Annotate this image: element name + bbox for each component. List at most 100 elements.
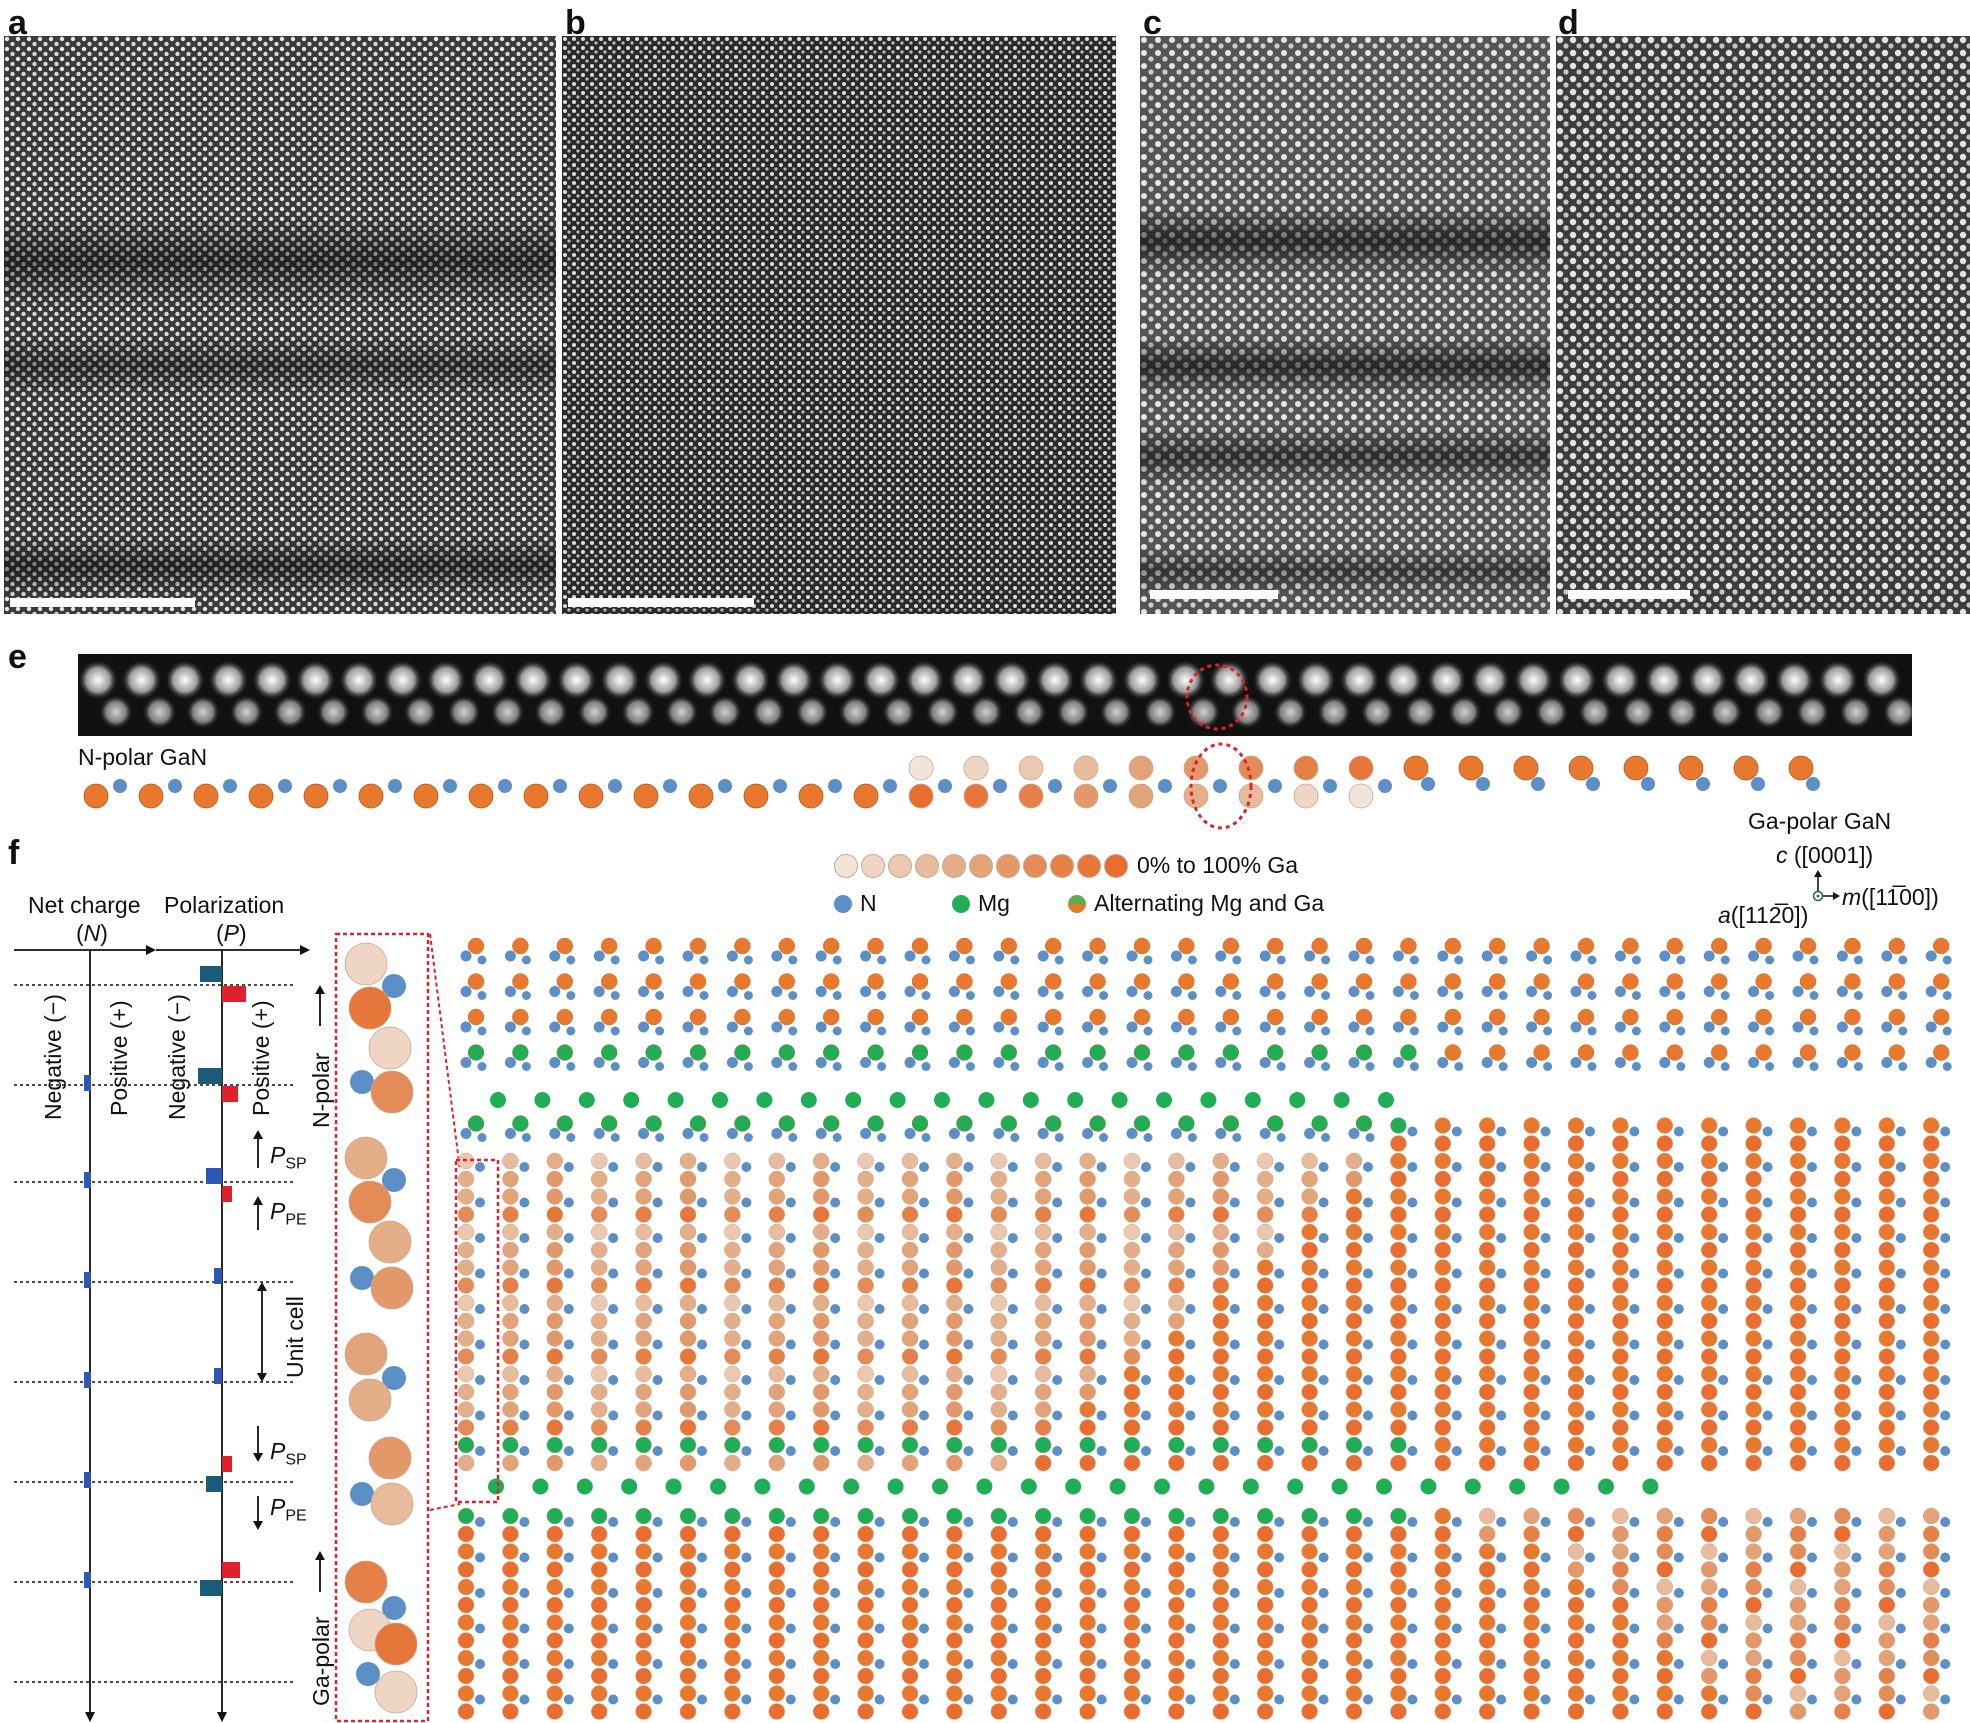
ga-atom <box>857 1632 874 1649</box>
n-atom <box>1274 1268 1285 1279</box>
n-atom <box>566 991 576 1000</box>
n-atom <box>1232 1062 1242 1071</box>
n-atom <box>1498 991 1508 1000</box>
ga-atom <box>901 1152 919 1170</box>
n-atom <box>608 1623 619 1634</box>
n-atom <box>948 986 960 997</box>
ga-atom <box>768 1685 786 1702</box>
ga-atom <box>1168 1525 1185 1543</box>
n-atom <box>1363 1694 1373 1705</box>
n-atom <box>1540 1197 1551 1208</box>
ga-atom <box>635 1685 652 1702</box>
ga-atom <box>502 1614 519 1631</box>
ga-atom <box>635 1667 652 1685</box>
ga-atom <box>590 1401 608 1418</box>
n-atom <box>652 1162 663 1172</box>
n-atom <box>1321 955 1331 965</box>
ga-atom <box>1034 1401 1052 1418</box>
ga-atom <box>1789 1188 1807 1205</box>
ga-atom <box>1656 1206 1674 1223</box>
n-atom <box>477 955 487 965</box>
n-atom <box>904 1021 916 1033</box>
n-atom <box>1363 1659 1373 1669</box>
n-atom <box>1007 1517 1018 1527</box>
n-atom <box>963 1517 974 1527</box>
ga-atom <box>901 1188 919 1205</box>
ga-atom <box>1656 1436 1674 1454</box>
n-atom <box>788 1026 798 1036</box>
n-atom <box>1007 1588 1018 1598</box>
ga-atom <box>546 1543 564 1560</box>
mg-ga-atom <box>679 1436 697 1454</box>
ga-atom <box>901 1365 919 1383</box>
ga-atom <box>1567 1561 1585 1578</box>
ga-atom <box>1478 1152 1496 1170</box>
ga-atom <box>1390 1543 1407 1560</box>
ga-atom <box>1799 1008 1817 1026</box>
ga-atom <box>1434 1685 1452 1702</box>
n-atom <box>1454 991 1464 1000</box>
n-atom <box>1187 1133 1197 1142</box>
ga-atom <box>600 1008 618 1026</box>
ga-atom <box>990 1259 1008 1276</box>
tem-atom-blob <box>295 660 336 700</box>
ga-atom <box>1478 1685 1496 1702</box>
ga-atom <box>635 1525 652 1543</box>
ga-atom <box>1301 1330 1318 1347</box>
n-atom <box>475 1410 485 1421</box>
ga-atom <box>1256 1277 1274 1294</box>
ga-atom <box>457 1703 475 1720</box>
ga-atom <box>1745 1348 1762 1365</box>
legend-mg: Mg <box>952 890 1010 917</box>
ga-atom <box>1700 1152 1718 1170</box>
n-atom <box>963 1588 974 1598</box>
ga-atom <box>1789 1667 1807 1685</box>
ga-atom <box>1922 1330 1940 1347</box>
n-atom <box>877 955 887 965</box>
ga-atom <box>1168 1206 1185 1223</box>
n-atom <box>788 991 798 1000</box>
gradient-swatch <box>861 853 885 878</box>
ga-atom <box>1745 1365 1762 1383</box>
ga-atom <box>1301 1419 1318 1436</box>
n-atom <box>1881 986 1893 997</box>
ga-atom <box>1123 1525 1141 1543</box>
mg-ga-atom <box>635 1436 652 1454</box>
n-atom <box>1407 1588 1418 1598</box>
ga-atom <box>946 1685 963 1702</box>
ga-atom <box>990 1241 1008 1259</box>
n-atom <box>1807 1659 1817 1669</box>
ga-atom <box>1533 973 1550 990</box>
n-atom <box>652 1410 663 1421</box>
ga-atom <box>1434 1525 1452 1543</box>
ga-atom <box>635 1330 652 1347</box>
ga-atom <box>689 973 707 990</box>
n-atom <box>743 1133 753 1142</box>
n-atom <box>1437 950 1449 962</box>
ga-atom <box>1878 1596 1896 1614</box>
n-atom <box>741 1197 752 1208</box>
mg-atom <box>534 1092 551 1108</box>
n-atom <box>563 1233 574 1243</box>
ga-atom <box>635 1703 652 1720</box>
ga-atom <box>1878 1188 1896 1205</box>
ga-atom <box>1623 755 1649 781</box>
n-atom <box>1898 991 1908 1000</box>
n-atom <box>1496 1339 1507 1350</box>
ga-atom <box>1123 1152 1141 1170</box>
mg-atom <box>1420 1478 1437 1495</box>
n-atom <box>1762 1268 1773 1279</box>
polarization-bar <box>222 1186 232 1202</box>
ga-atom <box>768 1152 786 1170</box>
ga-atom <box>1700 1632 1718 1649</box>
ga-atom <box>1878 1614 1896 1631</box>
n-atom <box>1807 1588 1817 1598</box>
tem-atom-blob <box>1296 660 1336 700</box>
ga-atom <box>1178 1008 1195 1026</box>
ga-atom <box>901 1614 919 1631</box>
ga-atom <box>1301 1277 1318 1294</box>
ga-atom <box>1168 1632 1185 1649</box>
n-atom <box>1052 1268 1063 1279</box>
n-atom <box>1141 1659 1151 1669</box>
n-atom <box>1585 1375 1595 1385</box>
